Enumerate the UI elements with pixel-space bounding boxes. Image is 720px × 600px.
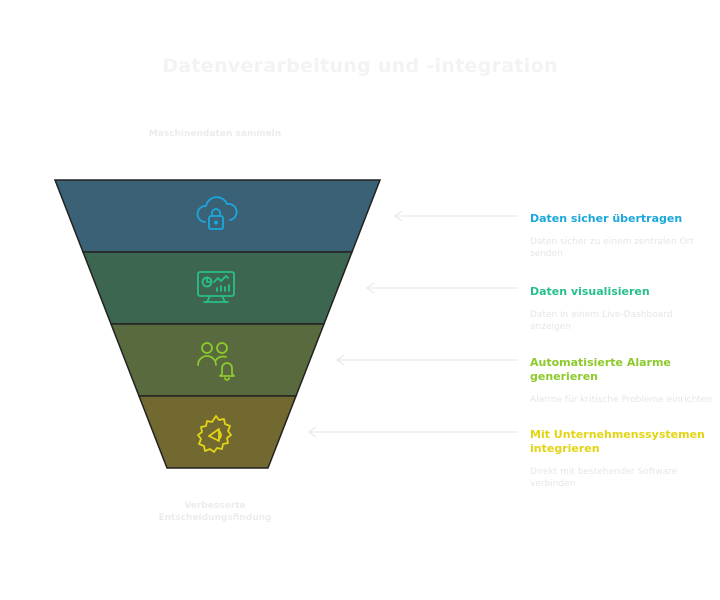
step-2-title: Daten visualisieren	[530, 285, 650, 298]
step-3-title: Automatisierte Alarme generieren	[530, 356, 671, 383]
step-4-title: Mit Unternehmenssystemen integrieren	[530, 428, 705, 455]
connector-arrows	[307, 210, 518, 438]
users-bell-icon	[197, 342, 235, 381]
step-1-block: Daten sicher übertragen Daten sicher zu …	[530, 212, 715, 260]
step-4-block: Mit Unternehmenssystemen integrieren Dir…	[530, 428, 715, 490]
step-3-description: Alarme für kritische Probleme einrichten	[530, 395, 713, 405]
arrow-1	[393, 210, 518, 222]
dashboard-monitor-icon	[197, 271, 235, 303]
gear-megaphone-icon	[197, 415, 232, 453]
step-2-block: Daten visualisieren Daten in einem Live-…	[530, 285, 715, 333]
cloud-lock-icon	[196, 196, 238, 230]
step-4-description: Direkt mit bestehender Software verbinde…	[530, 467, 678, 489]
funnel-segment-3	[109, 323, 326, 397]
arrow-3	[335, 354, 518, 366]
step-1-title: Daten sicher übertragen	[530, 212, 683, 225]
arrow-2	[365, 282, 518, 294]
step-1-description: Daten sicher zu einem zentralen Ort send…	[530, 237, 694, 259]
diagram-title: Datenverarbeitung und -integration	[162, 55, 558, 77]
arrow-4	[307, 426, 518, 438]
step-2-description: Daten in einem Live-Dashboard anzeigen	[530, 310, 673, 332]
step-3-block: Automatisierte Alarme generieren Alarme …	[530, 356, 715, 406]
funnel-segment-4	[137, 395, 298, 469]
funnel-bottom-label: Verbesserte Entscheidungsfindung	[158, 501, 272, 523]
funnel-top-label: Maschinendaten sammeln	[148, 129, 282, 139]
